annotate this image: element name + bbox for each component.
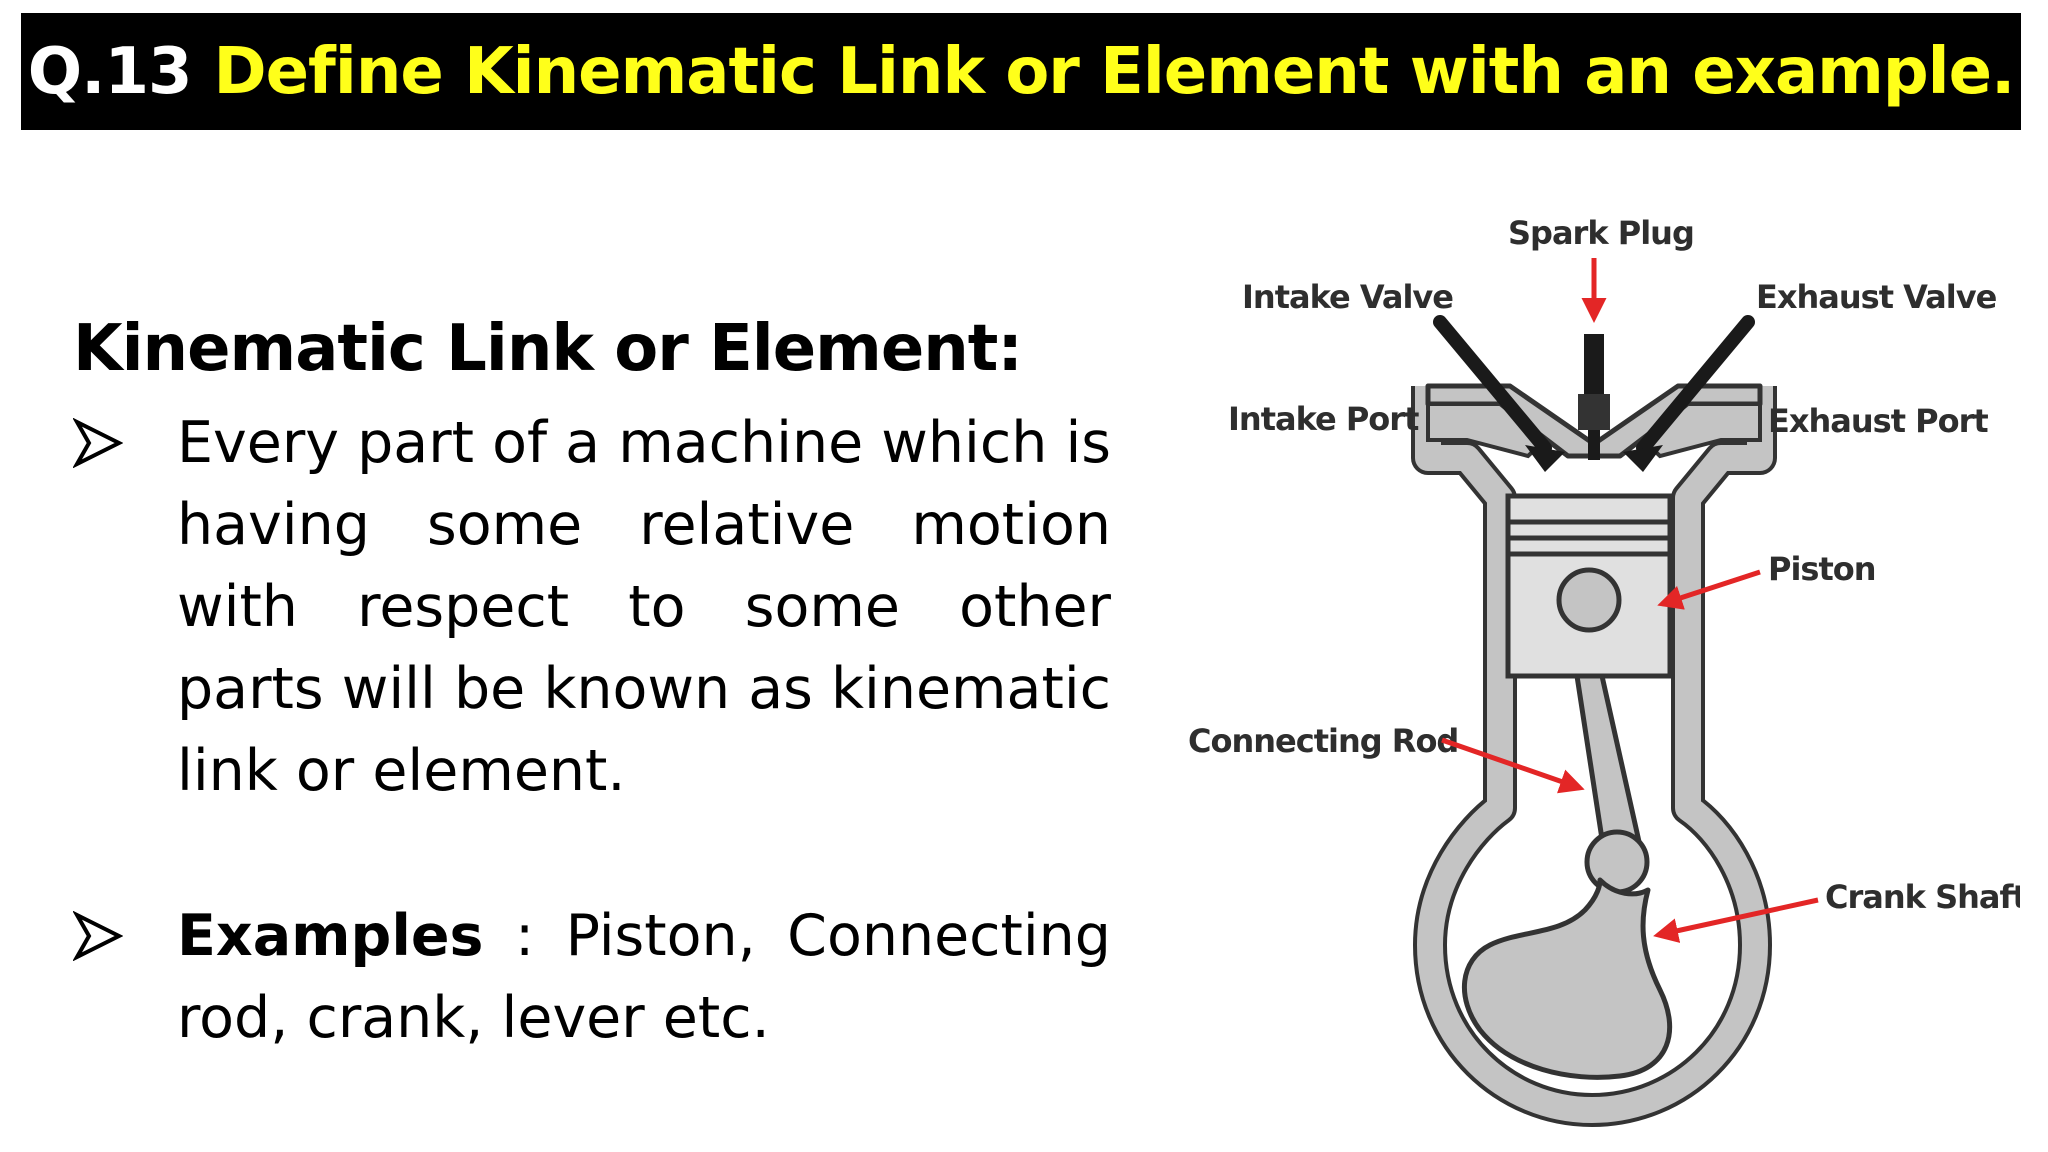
question-title: Define Kinematic Link or Element with an… xyxy=(213,34,2016,109)
label-connecting-rod: Connecting Rod xyxy=(1188,722,1458,760)
spark-plug xyxy=(1578,334,1610,460)
label-intake-port: Intake Port xyxy=(1228,400,1419,438)
exhaust-valve xyxy=(1623,315,1755,472)
examples-list: : Piston, Connecting rod, crank, lever e… xyxy=(177,903,1111,1051)
definition-text: Every part of a machine which is having … xyxy=(177,410,1111,804)
definition-bullet: Every part of a machine which is having … xyxy=(73,402,1111,812)
label-exhaust-port: Exhaust Port xyxy=(1768,402,1988,440)
engine-diagram: Spark Plug Intake Valve Exhaust Valve In… xyxy=(1188,214,2020,1127)
connecting-rod xyxy=(1574,673,1650,895)
label-exhaust-valve: Exhaust Valve xyxy=(1756,278,1997,316)
examples-label: Examples xyxy=(177,903,484,969)
label-piston: Piston xyxy=(1768,550,1876,588)
crank-shaft-arrow xyxy=(1653,897,1819,943)
arrowhead-bullet-icon xyxy=(73,911,123,961)
piston xyxy=(1505,493,1673,679)
title-bar: Q.13 Define Kinematic Link or Element wi… xyxy=(21,13,2021,130)
content-heading: Kinematic Link or Element: xyxy=(73,312,1023,386)
crank-shaft xyxy=(1461,877,1673,1080)
piston-arrow xyxy=(1657,569,1761,610)
examples-text: Examples : Piston, Connecting rod, crank… xyxy=(177,895,1111,1059)
label-crank-shaft: Crank Shaft xyxy=(1825,878,2020,916)
label-spark-plug: Spark Plug xyxy=(1508,214,1694,252)
intake-valve xyxy=(1433,315,1565,472)
question-number: Q.13 xyxy=(27,34,193,109)
label-intake-valve: Intake Valve xyxy=(1242,278,1453,316)
arrowhead-bullet-icon xyxy=(73,418,123,468)
examples-bullet: Examples : Piston, Connecting rod, crank… xyxy=(73,895,1111,1059)
connecting-rod-arrow xyxy=(1441,737,1585,794)
